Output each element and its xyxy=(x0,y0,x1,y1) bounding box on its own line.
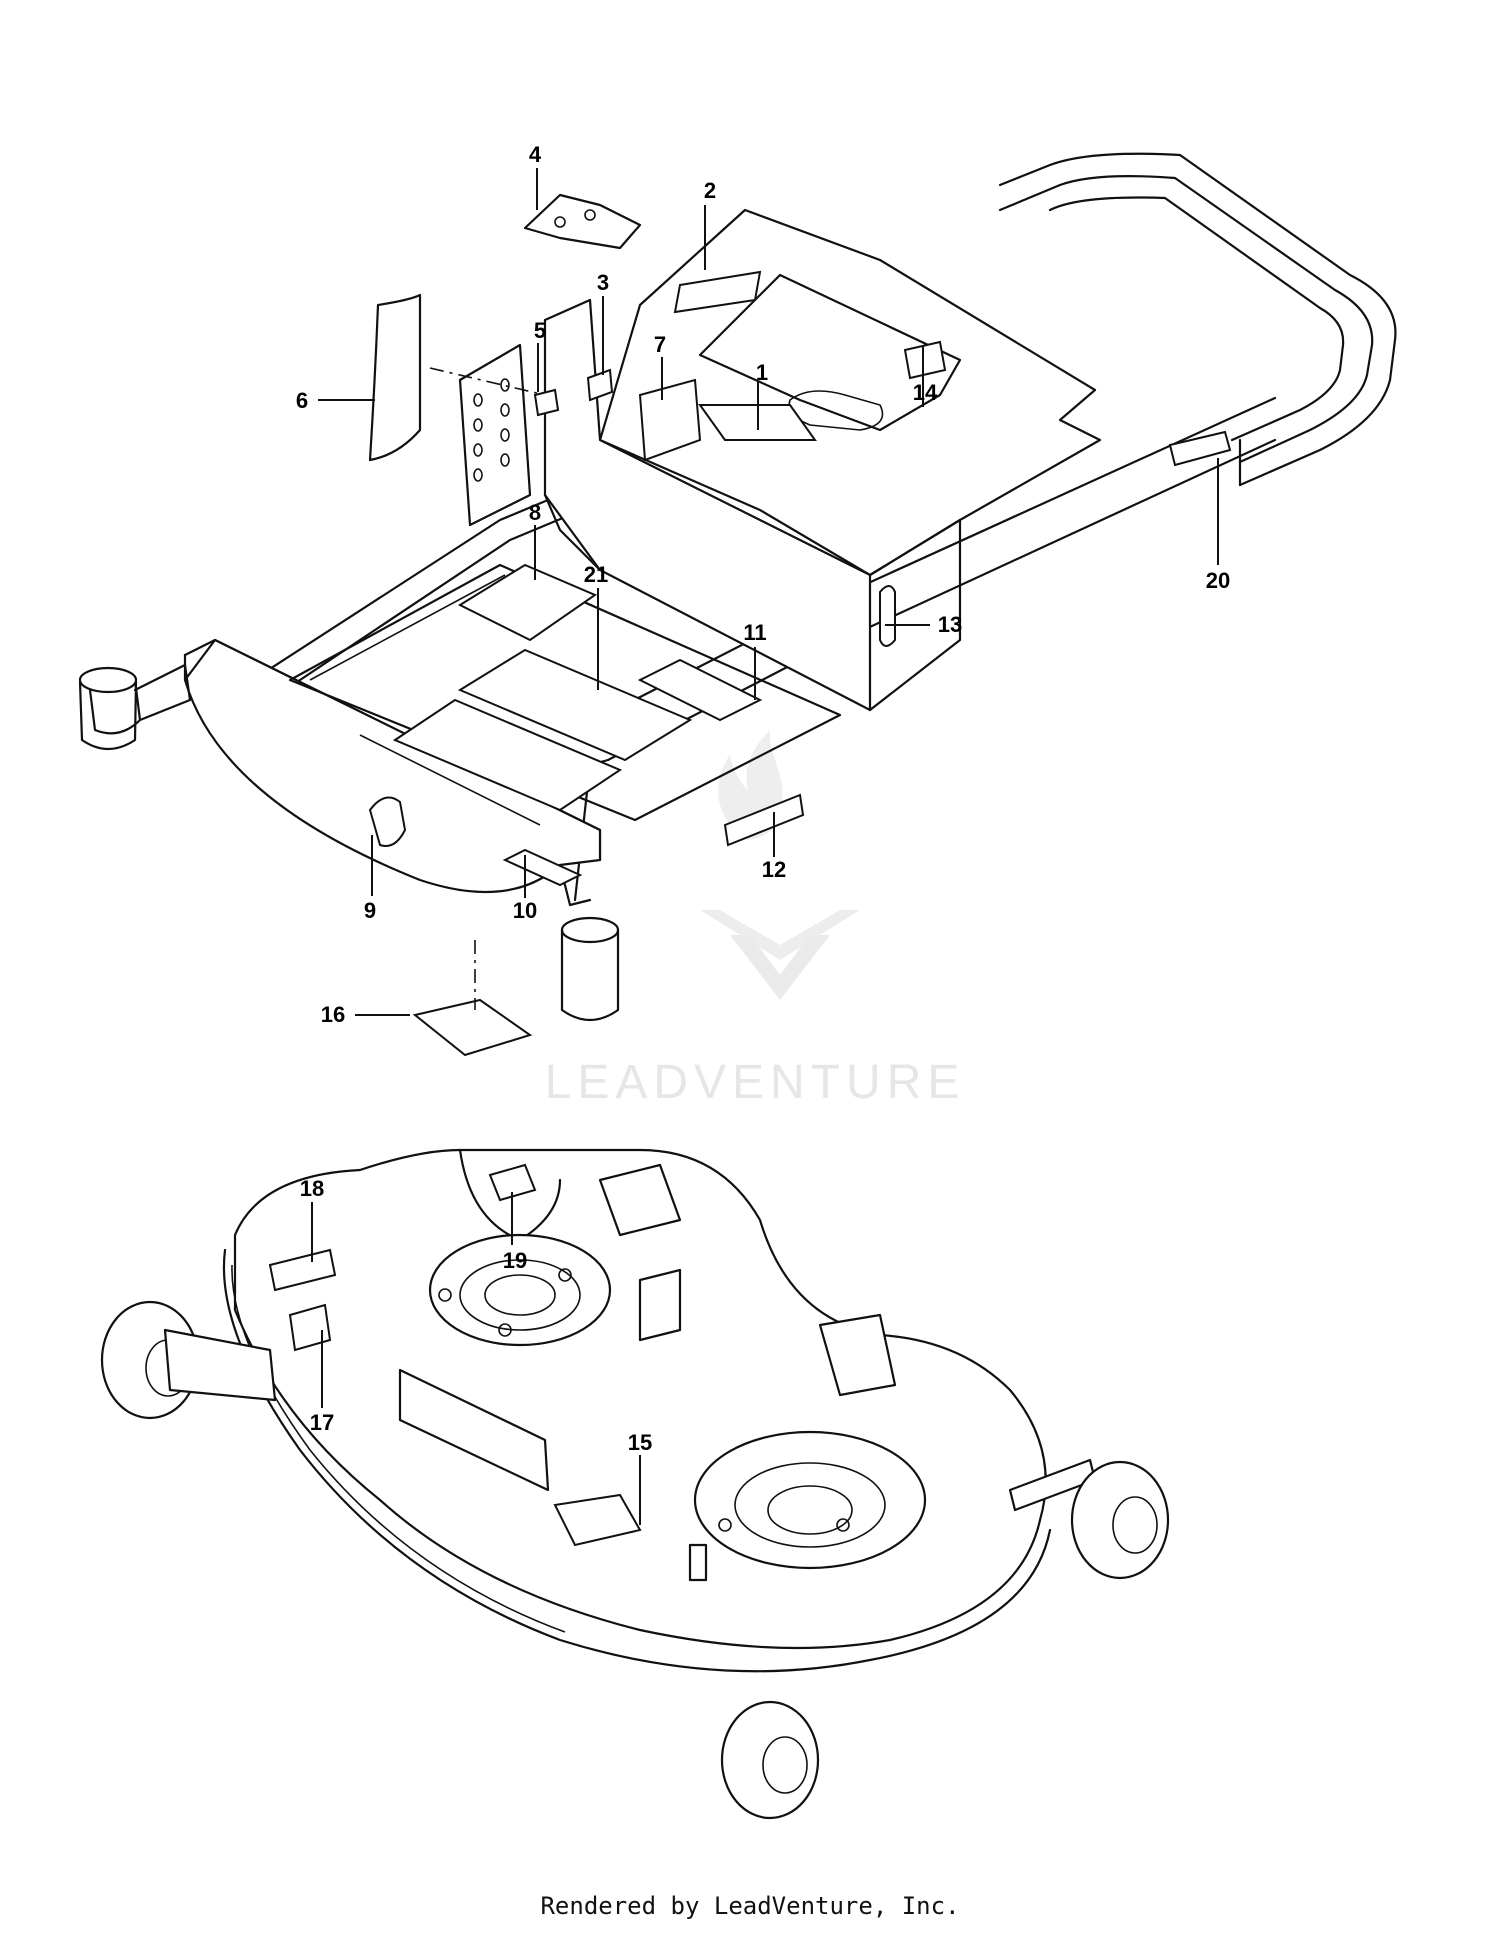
decal-7 xyxy=(638,378,702,462)
callout-13: 13 xyxy=(938,612,962,637)
callout-5: 5 xyxy=(534,318,546,343)
callout-12: 12 xyxy=(762,857,786,882)
callout-7: 7 xyxy=(654,332,666,357)
frame-decals xyxy=(368,270,1232,1057)
decal-8 xyxy=(457,563,598,642)
decal-12 xyxy=(723,793,805,847)
leader-lines xyxy=(311,168,1219,1525)
callout-15: 15 xyxy=(628,1430,652,1455)
decal-9 xyxy=(368,796,407,847)
callout-11: 11 xyxy=(743,620,766,645)
callout-20: 20 xyxy=(1206,568,1230,593)
callout-9: 9 xyxy=(364,898,376,923)
bracket-holes xyxy=(473,378,510,482)
callout-6: 6 xyxy=(296,388,308,413)
mower-deck xyxy=(100,1148,1170,1820)
decal-19 xyxy=(488,1163,537,1202)
callout-3: 3 xyxy=(597,270,609,295)
callout-16: 16 xyxy=(321,1002,345,1027)
callout-4: 4 xyxy=(529,142,542,167)
callout-21: 21 xyxy=(584,562,608,587)
decal-21a xyxy=(457,648,693,762)
callout-19: 19 xyxy=(503,1248,527,1273)
decal-14 xyxy=(903,340,947,380)
decal-11 xyxy=(637,658,763,722)
decal-17 xyxy=(288,1303,332,1352)
callout-18: 18 xyxy=(300,1176,324,1201)
decal-10 xyxy=(502,848,583,887)
decal-16 xyxy=(412,998,533,1057)
frame-assembly xyxy=(78,152,1397,1021)
callout-17: 17 xyxy=(310,1410,334,1435)
footer-credit: Rendered by LeadVenture, Inc. xyxy=(540,1892,960,1920)
callout-14: 14 xyxy=(913,380,938,405)
callout-10: 10 xyxy=(513,898,537,923)
callout-2: 2 xyxy=(704,178,716,203)
watermark-text: LEADVENTURE xyxy=(545,1056,966,1109)
decal-18 xyxy=(268,1248,337,1292)
decal-5 xyxy=(533,388,560,417)
decal-20 xyxy=(1168,430,1232,467)
decal-15 xyxy=(553,1493,642,1547)
decal-2 xyxy=(673,270,762,314)
decal-13 xyxy=(879,585,896,647)
callout-8: 8 xyxy=(529,500,541,525)
callout-labels: 1 2 3 4 5 6 7 8 9 10 11 12 13 14 15 16 1… xyxy=(296,142,1230,1455)
callout-1: 1 xyxy=(756,360,768,385)
decal-21b xyxy=(392,698,623,812)
